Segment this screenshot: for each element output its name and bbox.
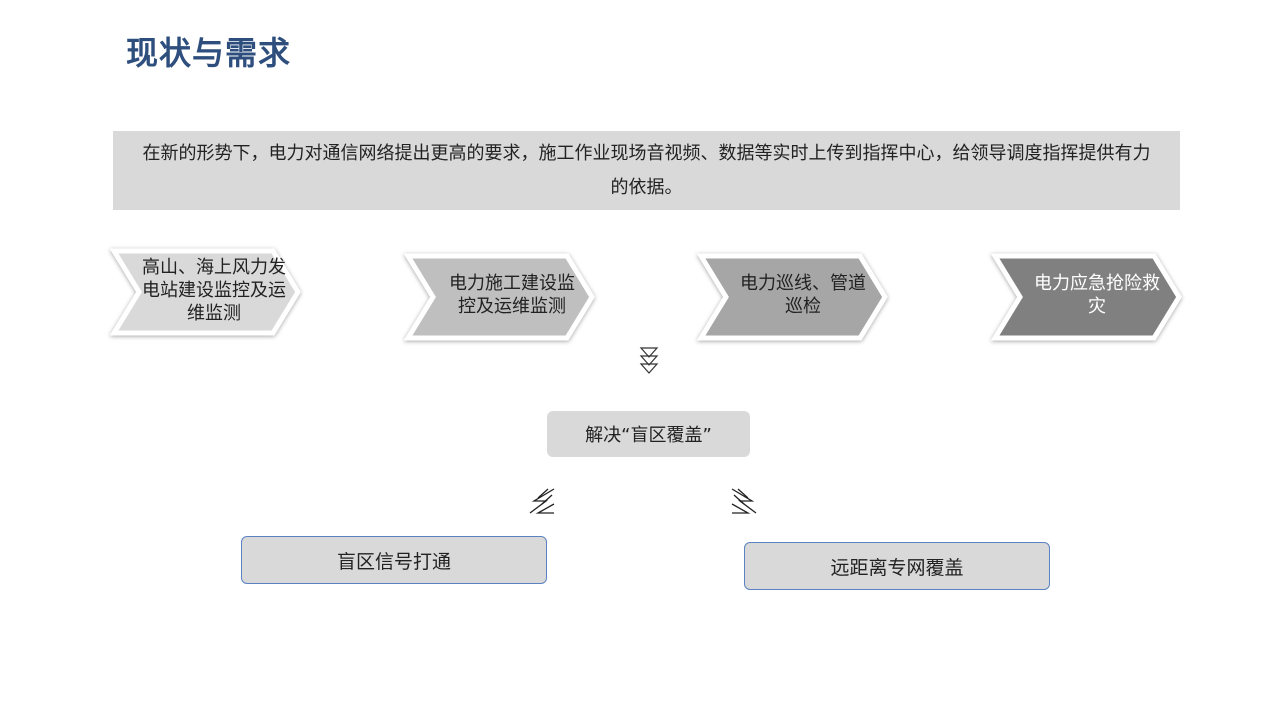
- scenario-chevron-3: 电力巡线、管道巡检: [695, 252, 891, 342]
- chevron-shape: [696, 253, 888, 341]
- slide-title: 现状与需求: [126, 34, 292, 72]
- result-box-blind-zone: 盲区信号打通: [241, 536, 547, 584]
- scenario-label-3: 电力巡线、管道巡检: [740, 273, 866, 317]
- scenario-chevron-4: 电力应急抢险救灾: [989, 252, 1185, 342]
- intro-text: 在新的形势下，电力对通信网络提出更高的要求，施工作业现场音视频、数据等实时上传到…: [142, 142, 1151, 198]
- chevron-shape: [990, 253, 1182, 341]
- solution-box: 解决“盲区覆盖”: [547, 411, 750, 457]
- scenario-chevron-1: 高山、海上风力发电站建设监控及运维监测: [108, 247, 304, 337]
- scenario-label-4: 电力应急抢险救灾: [1034, 273, 1160, 317]
- intro-panel: 在新的形势下，电力对通信网络提出更高的要求，施工作业现场音视频、数据等实时上传到…: [113, 131, 1180, 210]
- double-chevron-down-icon: [639, 347, 659, 374]
- chevron-shape: [109, 248, 301, 336]
- lightning-bolt-right-icon: [731, 488, 757, 514]
- chevron-shape: [403, 253, 595, 341]
- lightning-bolt-left-icon: [529, 488, 555, 514]
- scenario-label-2: 电力施工建设监控及运维监测: [449, 273, 575, 317]
- scenario-chevron-2: 电力施工建设监控及运维监测: [402, 252, 598, 342]
- scenario-label-1: 高山、海上风力发电站建设监控及运维监测: [142, 256, 286, 324]
- result-box-long-range: 远距离专网覆盖: [744, 542, 1050, 590]
